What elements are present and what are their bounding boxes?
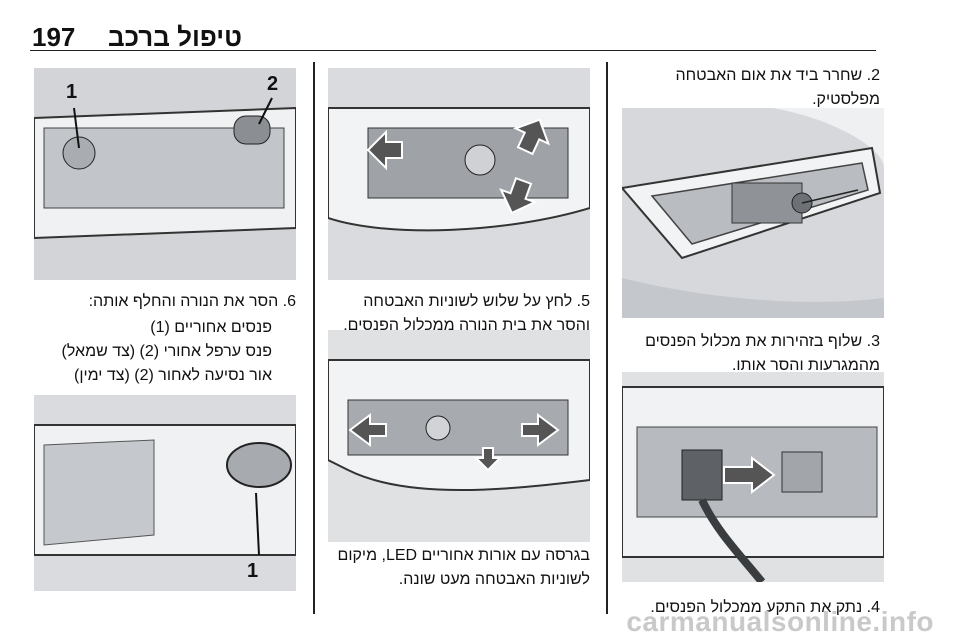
figure-led-version (328, 330, 590, 542)
page-number: 197 (32, 22, 76, 52)
callout-1-bottom: 1 (247, 560, 258, 582)
figure-bulbs-top: 1 2 (34, 68, 296, 280)
column-divider (313, 62, 315, 614)
step-3-text: 3. שלוף בזהירות את מכלול הפנסים מהמגרעות… (645, 333, 880, 374)
column-divider (606, 62, 608, 614)
figure-securing-tabs (328, 68, 590, 280)
step-6-item-2: פנס ערפל אחורי (2) (צד שמאל) (61, 343, 272, 360)
step-5-led-note: בגרסה עם אורות אחוריים LED, מיקום לשוניו… (337, 547, 590, 588)
page-header: 197 טיפול ברכב (30, 14, 876, 52)
watermark: carmanualsonline.info (626, 606, 934, 637)
figure-bulbs-bottom: 1 (34, 395, 296, 591)
step-4-text: 4. נתק את התקע ממכלול הפנסים. (650, 599, 880, 616)
page-title: טיפול ברכב (108, 22, 242, 52)
step-2-text: 2. שחרר ביד את אום האבטחה מפלסטיק. (675, 67, 880, 108)
step-6-item-3: אור נסיעה לאחור (2) (צד ימין) (73, 367, 272, 384)
callout-2: 2 (267, 73, 278, 95)
figure-plastic-nut (622, 108, 884, 318)
figure-unplug-connector (622, 372, 884, 582)
step-5-text: 5. לחץ על שלוש לשוניות האבטחה והסר את בי… (343, 293, 590, 334)
step-6-item-1: פנסים אחוריים (1) (150, 319, 272, 336)
step-6-text: 6. הסר את הנורה והחלף אותה: (88, 293, 296, 310)
callout-1: 1 (66, 81, 77, 103)
